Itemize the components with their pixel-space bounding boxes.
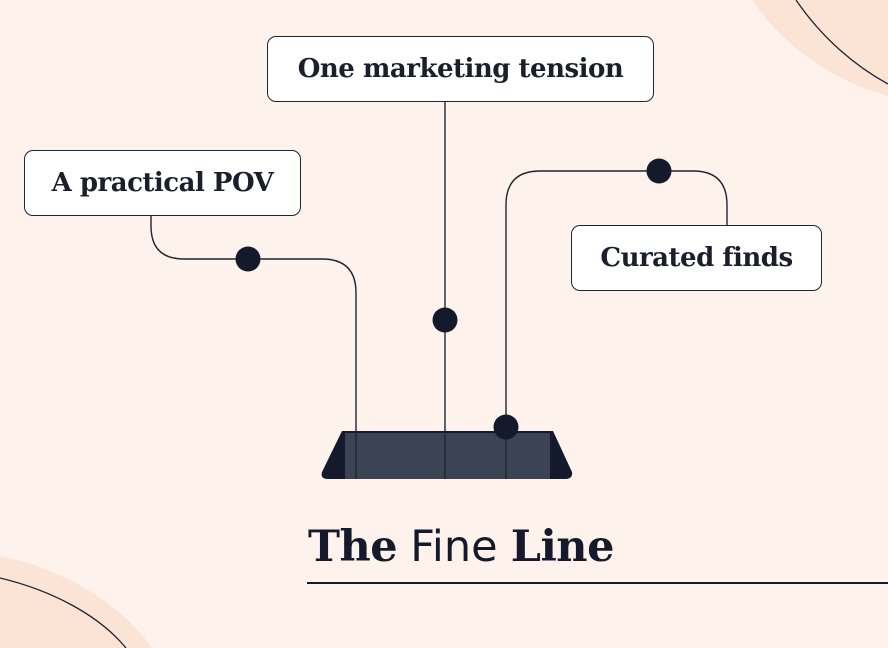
title-word-the: The <box>308 522 398 572</box>
connector-dot-center <box>432 307 458 333</box>
connector-line-right <box>505 170 728 479</box>
label-box-right: Curated finds <box>571 225 822 291</box>
base-face <box>345 433 550 479</box>
label-top-text: One marketing tension <box>297 54 624 84</box>
page-title: The Fine Line <box>308 519 614 575</box>
base-stand <box>321 431 573 479</box>
connector-dot-right <box>646 158 672 184</box>
decorative-blob-top-right <box>752 0 888 96</box>
title-word-fine: Fine <box>410 522 498 572</box>
title-word-line: Line <box>510 522 615 572</box>
connector-dot-base <box>493 414 519 440</box>
label-box-top: One marketing tension <box>267 36 654 102</box>
decorative-blob-bottom-left <box>0 556 152 648</box>
label-right-text: Curated finds <box>600 243 793 273</box>
title-underline <box>307 582 888 584</box>
decorative-arc-top-right <box>795 0 888 85</box>
label-left-text: A practical POV <box>51 168 274 198</box>
decorative-arc-bottom-left <box>0 577 127 648</box>
connector-dot-left <box>235 246 261 272</box>
label-box-left: A practical POV <box>24 150 301 216</box>
